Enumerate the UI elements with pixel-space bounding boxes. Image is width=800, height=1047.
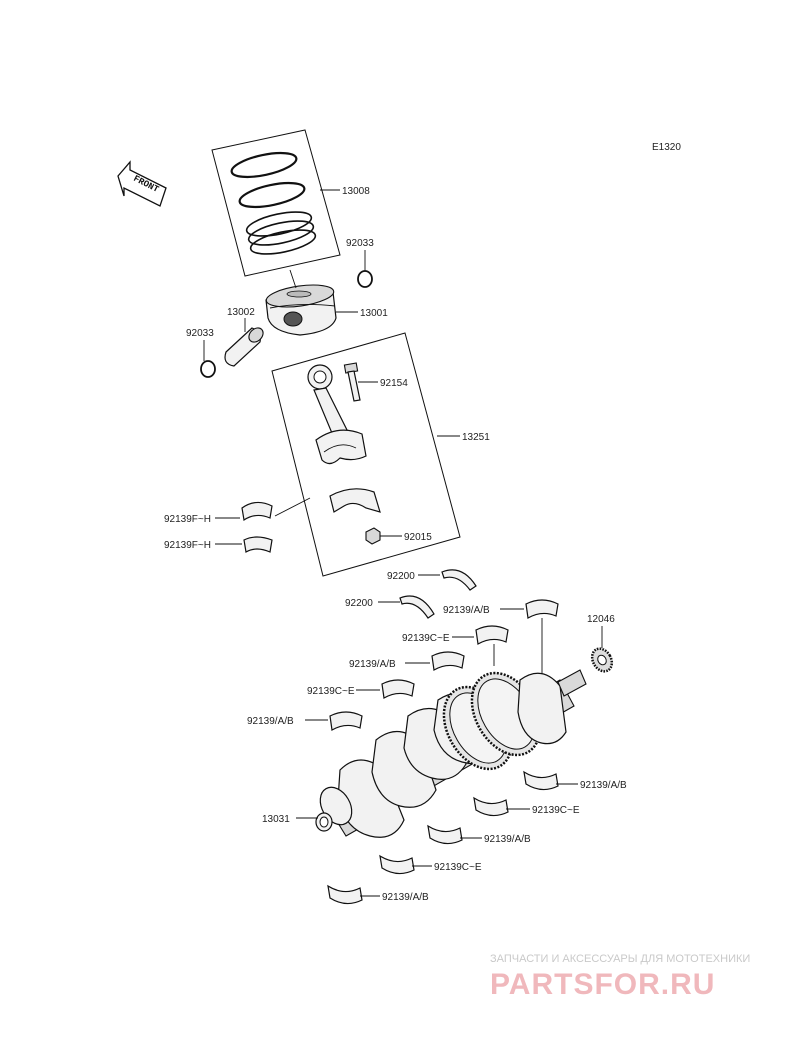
label-92139AB-3: 92139/A/B xyxy=(247,716,294,727)
label-13031: 13031 xyxy=(262,814,290,825)
label-92139CE-4: 92139C~E xyxy=(434,862,482,873)
label-92139CE-3: 92139C~E xyxy=(532,805,580,816)
main-bearing-shell-lower-4 xyxy=(379,854,415,875)
label-13008: 13008 xyxy=(342,186,370,197)
main-bearing-shell-lower-5 xyxy=(327,884,363,905)
thrust-washer-lower xyxy=(399,595,435,619)
main-bearing-shell-upper-5 xyxy=(329,711,363,731)
watermark-brand: PARTSFOR.RU xyxy=(490,968,715,1001)
main-bearing-shell-lower-3 xyxy=(427,824,463,845)
conrod-bearing-upper xyxy=(241,501,273,522)
main-bearing-shell-upper-2 xyxy=(475,625,509,645)
label-92139CE-2: 92139C~E xyxy=(307,686,355,697)
main-bearing-shell-upper-4 xyxy=(381,679,415,699)
piston xyxy=(265,284,337,336)
front-arrow-icon: FRONT xyxy=(117,160,167,207)
circlip-right xyxy=(357,270,373,288)
thrust-washer-upper xyxy=(441,569,477,591)
conrod-bolt xyxy=(343,362,361,402)
label-92200-upper: 92200 xyxy=(387,571,415,582)
gear-12046 xyxy=(590,647,614,673)
label-92139AB-6: 92139/A/B xyxy=(382,892,429,903)
conrod-assembly-box xyxy=(271,332,461,577)
label-92033-left: 92033 xyxy=(186,328,214,339)
circlip-left xyxy=(200,360,216,378)
conrod-bearing-lower xyxy=(243,536,273,553)
main-bearing-shell-lower-1 xyxy=(523,770,559,791)
main-bearing-shell-upper-1 xyxy=(525,599,559,619)
label-92139FH-lower: 92139F~H xyxy=(164,540,211,551)
watermark-tagline: ЗАПЧАСТИ И АКСЕССУАРЫ ДЛЯ МОТОТЕХНИКИ xyxy=(490,953,750,965)
label-92015: 92015 xyxy=(404,532,432,543)
label-13001: 13001 xyxy=(360,308,388,319)
label-92033-right: 92033 xyxy=(346,238,374,249)
label-12046: 12046 xyxy=(587,614,615,625)
main-bearing-shell-lower-2 xyxy=(473,796,509,817)
main-bearing-shell-upper-3 xyxy=(431,651,465,671)
label-13002: 13002 xyxy=(227,307,255,318)
conrod-nut xyxy=(365,527,381,545)
label-92154: 92154 xyxy=(380,378,408,389)
connecting-rod xyxy=(307,364,367,465)
label-92139AB-1: 92139/A/B xyxy=(443,605,490,616)
crankshaft xyxy=(315,669,587,838)
diagram-code: E1320 xyxy=(652,142,681,153)
label-92139CE-1: 92139C~E xyxy=(402,633,450,644)
conrod-cap xyxy=(329,488,381,513)
label-13251: 13251 xyxy=(462,432,490,443)
label-92139AB-5: 92139/A/B xyxy=(484,834,531,845)
piston-rings-group xyxy=(211,129,341,277)
label-92200-lower: 92200 xyxy=(345,598,373,609)
label-92139AB-4: 92139/A/B xyxy=(580,780,627,791)
label-92139FH-upper: 92139F~H xyxy=(164,514,211,525)
piston-pin xyxy=(224,327,264,367)
label-92139AB-2: 92139/A/B xyxy=(349,659,396,670)
